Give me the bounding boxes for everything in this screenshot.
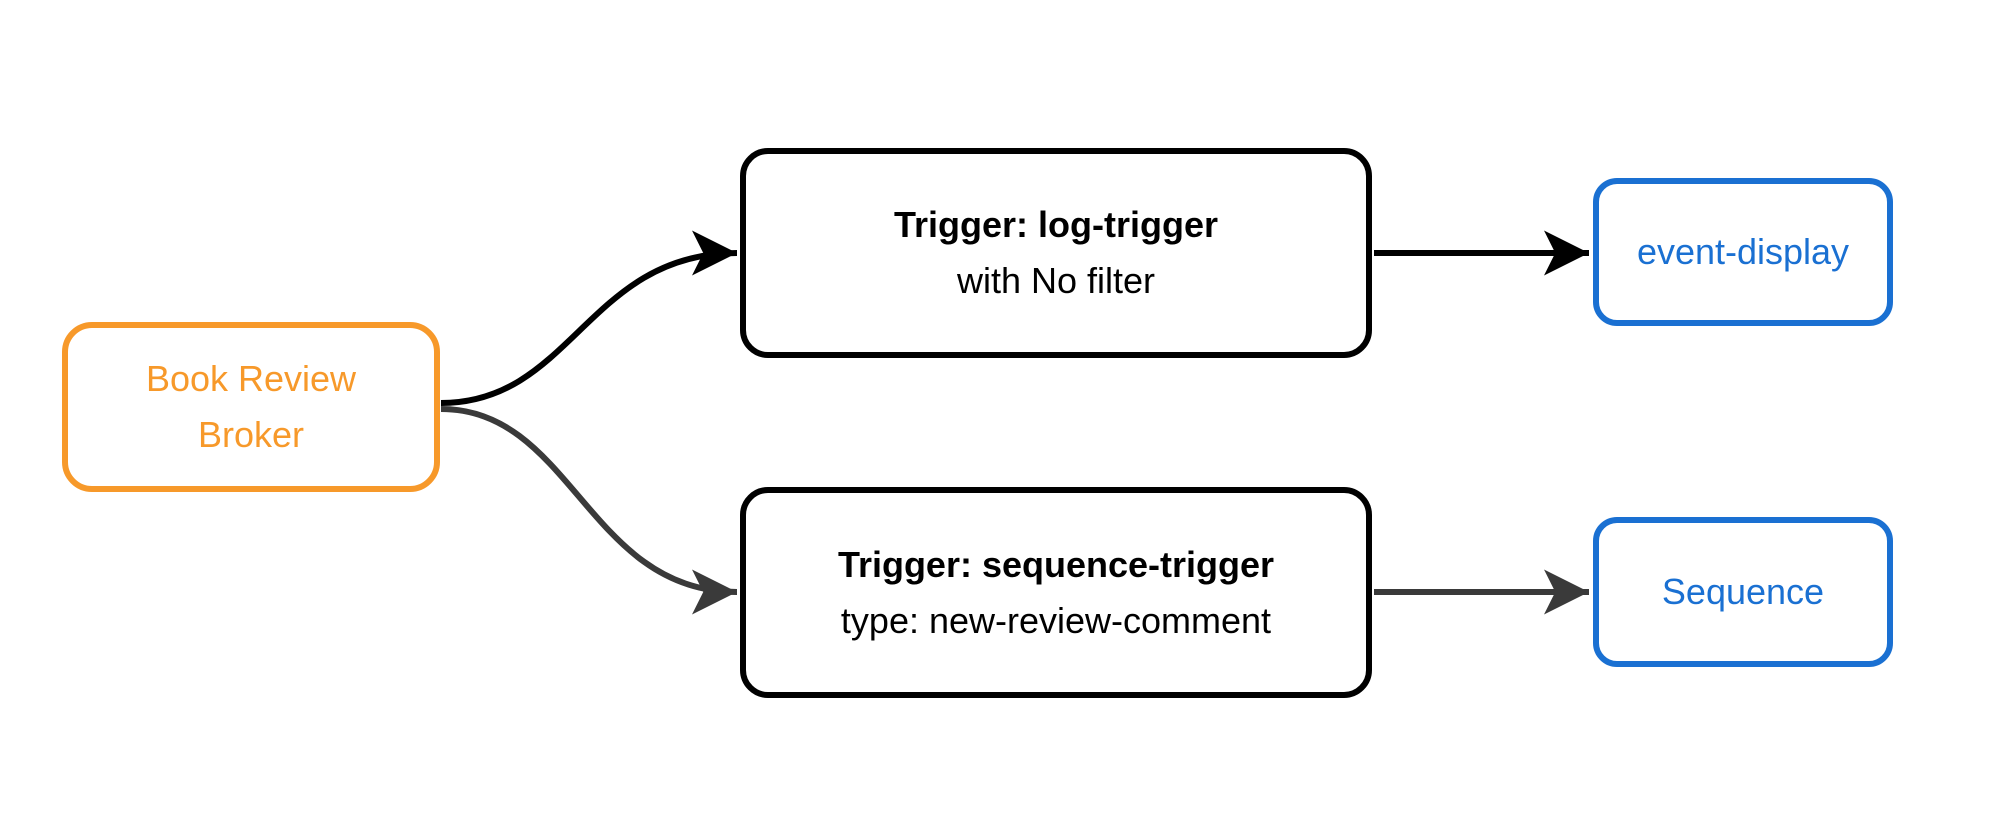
edge-broker-to-sequence-trigger [440, 406, 738, 615]
sequence-trigger-filter: type: new-review-comment [840, 599, 1272, 641]
sequence-trigger-title: Trigger: sequence-trigger [837, 543, 1275, 585]
node-book-review-broker: Book Review Broker [62, 322, 440, 492]
log-trigger-title: Trigger: log-trigger [894, 204, 1218, 246]
broker-label: Book Review Broker [145, 358, 357, 455]
log-trigger-filter: with No filter [956, 260, 1156, 301]
node-sequence: Sequence [1593, 517, 1893, 667]
event-display-label: event-display [1636, 230, 1850, 272]
node-log-trigger: Trigger: log-trigger with No filter [740, 148, 1372, 358]
node-sequence-trigger: Trigger: sequence-trigger type: new-revi… [740, 487, 1372, 698]
sequence-label: Sequence [1661, 570, 1825, 612]
edge-broker-to-log-trigger [440, 230, 738, 406]
node-event-display: event-display [1593, 178, 1893, 326]
